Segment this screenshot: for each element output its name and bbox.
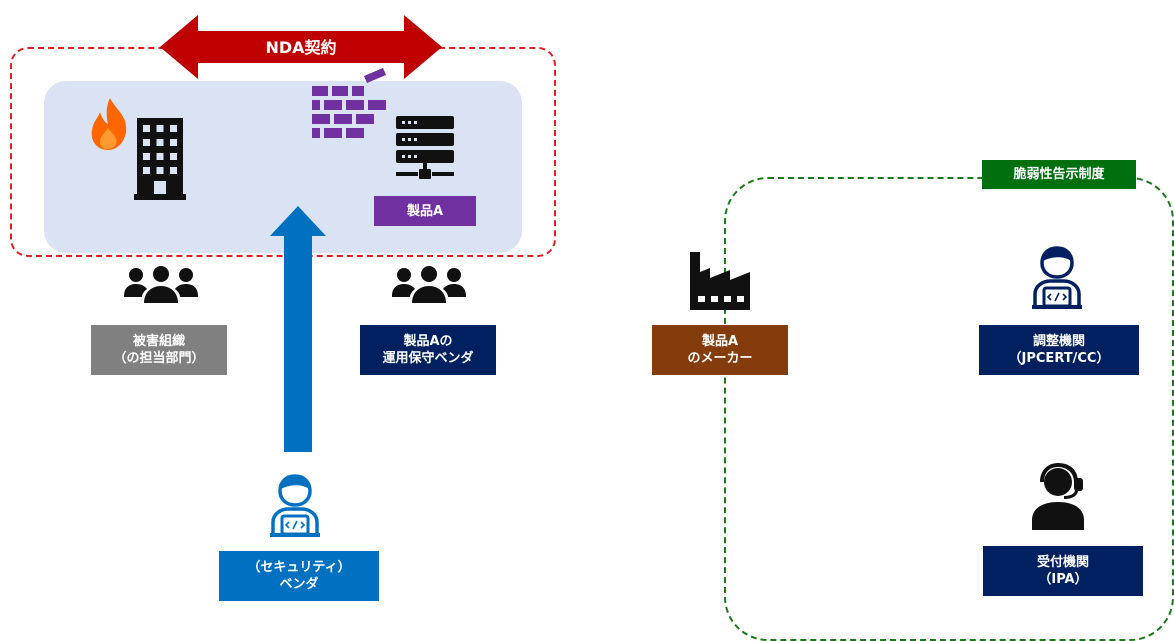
product-a-tag-text: 製品A <box>406 203 444 219</box>
reception-label: 受付機関 （IPA） <box>983 546 1143 596</box>
disclosure-scheme-label: 脆弱性告示制度 <box>982 160 1136 189</box>
coder-icon <box>1032 246 1082 309</box>
ops-vendor-label: 製品Aの 運用保守ベンダ <box>360 325 496 375</box>
coder-icon <box>270 474 320 537</box>
nda-label: NDA契約 <box>265 38 337 57</box>
ops-vendor-line1: 製品Aの <box>403 334 453 349</box>
fire-icon <box>91 98 127 150</box>
reception-line2: （IPA） <box>1038 572 1088 587</box>
factory-icon <box>690 252 750 310</box>
victim-org-line2: （の担当部門） <box>113 351 205 366</box>
victim-organization-label: 被害組織 （の担当部門） <box>91 325 227 375</box>
coordinator-label: 調整機関 （JPCERT/CC） <box>979 325 1139 375</box>
people-group-icon <box>124 266 198 303</box>
coordinator-line1: 調整機関 <box>1032 334 1085 349</box>
maker-label: 製品A のメーカー <box>652 325 788 375</box>
server-icon <box>396 116 454 179</box>
reception-line1: 受付機関 <box>1036 555 1089 570</box>
firewall-icon <box>312 68 386 138</box>
security-vendor-line2: ベンダ <box>279 577 319 592</box>
nda-double-arrow <box>160 15 442 79</box>
people-group-icon <box>392 266 466 303</box>
security-vendor-line1: （セキュリティ） <box>247 560 351 575</box>
ops-vendor-line2: 運用保守ベンダ <box>382 351 474 366</box>
security-vendor-label: （セキュリティ） ベンダ <box>219 551 379 601</box>
product-a-tag: 製品A <box>374 196 476 226</box>
headset-operator-icon <box>1032 463 1084 530</box>
victim-org-line1: 被害組織 <box>132 334 185 349</box>
maker-line1: 製品A <box>701 334 739 349</box>
office-building-icon <box>134 118 186 200</box>
coordinator-line2: （JPCERT/CC） <box>1008 351 1110 366</box>
disclosure-scheme-text: 脆弱性告示制度 <box>1013 167 1105 182</box>
blue-up-arrow <box>270 206 326 452</box>
maker-line2: のメーカー <box>687 351 753 366</box>
